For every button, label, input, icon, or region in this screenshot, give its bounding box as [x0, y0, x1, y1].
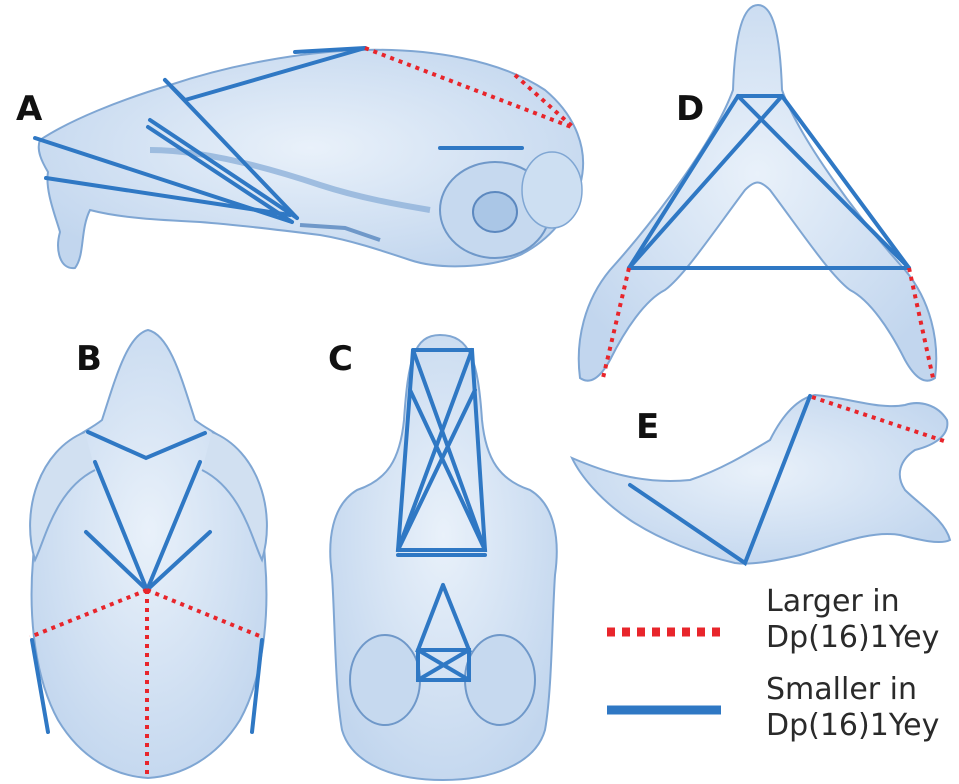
legend-larger-label: Larger in Dp(16)1Yey	[766, 584, 939, 656]
legend-larger-line2: Dp(16)1Yey	[766, 620, 939, 656]
panel-e-mandible-lateral	[572, 395, 950, 564]
panel-d-mandible-dorsal	[579, 5, 937, 381]
legend-larger-line1: Larger in	[766, 584, 939, 620]
mandible-dorsal-outline	[579, 5, 937, 381]
legend-smaller-label: Smaller in Dp(16)1Yey	[766, 672, 939, 744]
occipital-shape	[522, 152, 582, 228]
panel-letter-d: D	[676, 92, 704, 126]
panel-letter-e: E	[636, 410, 659, 444]
panel-letter-a: A	[16, 92, 42, 126]
bulla-left-shape	[350, 635, 420, 725]
panel-a-skull-lateral	[35, 48, 583, 268]
ear-canal-shape	[473, 192, 517, 232]
panel-letter-b: B	[76, 342, 102, 376]
panel-b-skull-dorsal	[30, 330, 267, 778]
legend-smaller-line1: Smaller in	[766, 672, 939, 708]
bulla-right-shape	[465, 635, 535, 725]
legend-smaller-line2: Dp(16)1Yey	[766, 708, 939, 744]
legend	[607, 632, 721, 710]
mandible-lateral-outline	[572, 395, 950, 564]
panel-c-skull-ventral	[330, 335, 556, 780]
panel-letter-c: C	[328, 342, 353, 376]
